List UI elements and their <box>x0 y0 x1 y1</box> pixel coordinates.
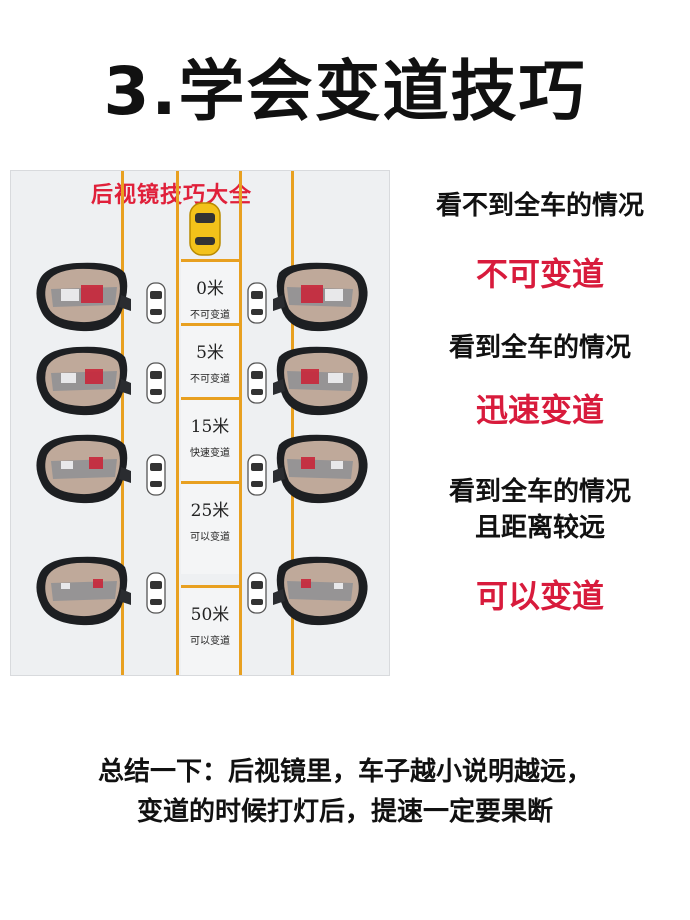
rule-2-condition: 看到全车的情况 <box>448 333 631 363</box>
rearview-mirror-icon <box>36 346 131 416</box>
distance-box-15m: 15米 快速变道 <box>181 397 239 490</box>
rule-1-result: 不可变道 <box>475 255 604 293</box>
rearview-mirror-icon <box>36 434 131 504</box>
rule-3-result: 可以变道 <box>475 577 604 615</box>
rearview-mirror-icon <box>36 556 131 626</box>
rule-3-condition-line1: 看到全车的情况 <box>448 477 631 507</box>
distance-note: 不可变道 <box>190 310 230 321</box>
summary-line-2: 变道的时候打灯后，提速一定要果断 <box>136 797 553 827</box>
rearview-mirror-icon <box>273 346 368 416</box>
distance-value: 25米 <box>190 501 230 521</box>
distance-note: 可以变道 <box>190 532 230 543</box>
lane-line-center-right <box>239 171 242 675</box>
rule-2-result: 迅速变道 <box>475 391 604 429</box>
distance-box-50m: 50米 可以变道 <box>181 585 239 675</box>
white-car-icon <box>247 572 267 614</box>
rule-1-condition: 看不到全车的情况 <box>435 191 644 221</box>
diagram-title: 后视镜技巧大全 <box>91 183 253 208</box>
distance-note: 不可变道 <box>190 374 230 385</box>
rearview-mirror-icon <box>273 434 368 504</box>
summary-line-1: 总结一下：后视镜里，车子越小说明越远， <box>97 757 592 787</box>
white-car-icon <box>247 282 267 324</box>
rearview-mirror-icon <box>273 556 368 626</box>
lane-line-left <box>121 171 124 675</box>
yellow-car-icon <box>189 202 221 256</box>
distance-value: 50米 <box>190 605 230 625</box>
rearview-mirror-diagram: 后视镜技巧大全 0米 不可变道 5米 不可变道 15米 快速变道 25米 可以变… <box>10 170 390 676</box>
rearview-mirror-icon <box>273 262 368 332</box>
rule-3-condition-line2: 且距离较远 <box>474 513 605 543</box>
distance-value: 5米 <box>196 343 224 363</box>
white-car-icon <box>247 362 267 404</box>
distance-value: 0米 <box>196 279 224 299</box>
white-car-icon <box>146 572 166 614</box>
white-car-icon <box>146 282 166 324</box>
distance-note: 可以变道 <box>190 636 230 647</box>
page-title: 3.学会变道技巧 <box>103 53 587 130</box>
white-car-icon <box>146 454 166 496</box>
lane-line-right <box>291 171 294 675</box>
distance-note: 快速变道 <box>190 448 230 459</box>
distance-value: 15米 <box>190 417 230 437</box>
white-car-icon <box>247 454 267 496</box>
rearview-mirror-icon <box>36 262 131 332</box>
lane-line-center-left <box>176 171 179 675</box>
white-car-icon <box>146 362 166 404</box>
distance-box-25m: 25米 可以变道 <box>181 481 239 574</box>
